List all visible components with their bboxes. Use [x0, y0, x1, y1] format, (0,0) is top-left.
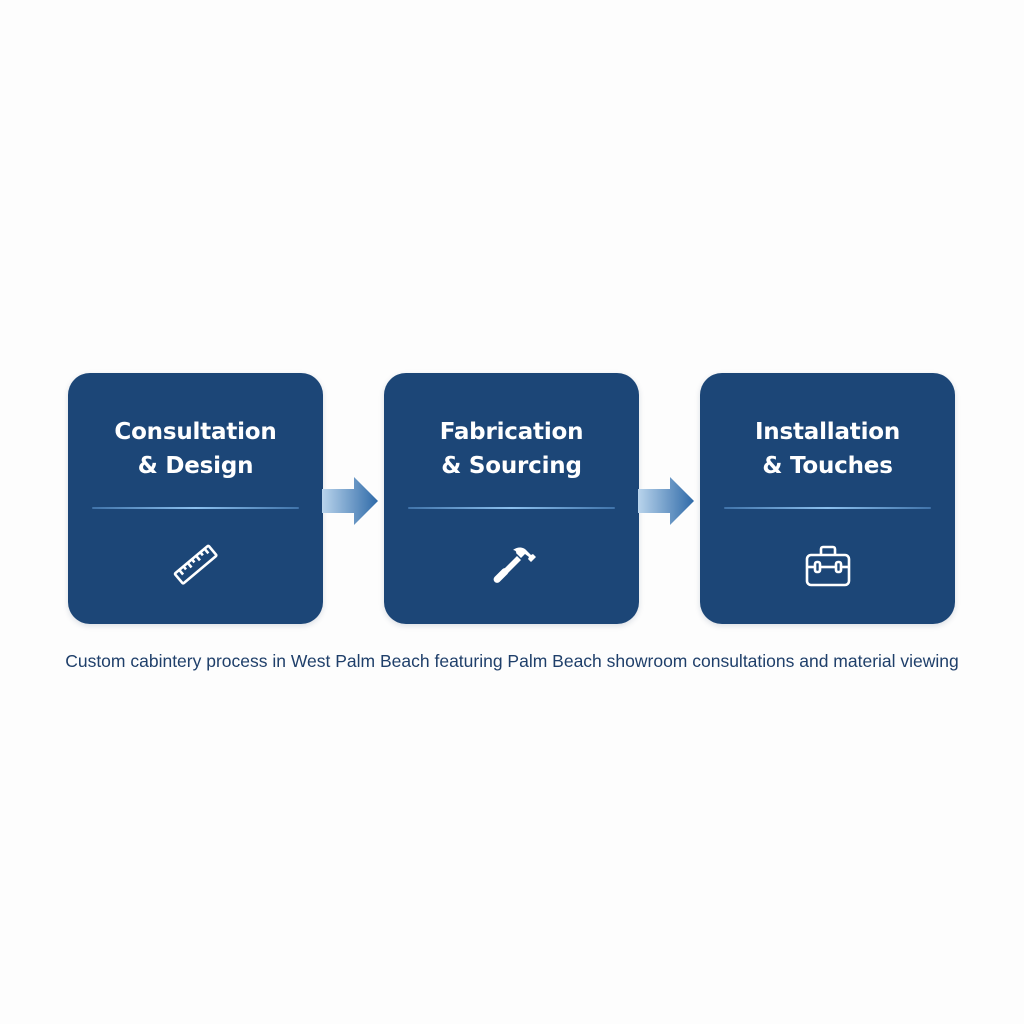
- step-title-line1: Fabrication: [439, 419, 584, 445]
- arrow-right-icon: [322, 477, 378, 525]
- arrow-right-icon: [638, 477, 694, 525]
- toolbox-icon: [805, 545, 850, 587]
- step-title-line2: & Design: [137, 453, 254, 479]
- divider: [408, 507, 615, 509]
- step-title-line1: Installation: [754, 419, 901, 445]
- step-card-consultation: Consultation & Design: [68, 373, 323, 624]
- step-title: Fabrication & Sourcing: [384, 415, 639, 483]
- step-title: Consultation & Design: [68, 415, 323, 483]
- step-card-installation: Installation & Touches: [700, 373, 955, 624]
- step-title-line1: Consultation: [114, 419, 277, 445]
- step-title-line2: & Touches: [762, 453, 893, 479]
- divider: [92, 507, 299, 509]
- step-title-line2: & Sourcing: [441, 453, 582, 479]
- step-title: Installation & Touches: [700, 415, 955, 483]
- caption: Custom cabintery process in West Palm Be…: [65, 651, 959, 671]
- ruler-icon: [173, 544, 218, 585]
- step-card-fabrication: Fabrication & Sourcing: [384, 373, 639, 624]
- divider: [724, 507, 931, 509]
- hammer-icon: [493, 547, 536, 583]
